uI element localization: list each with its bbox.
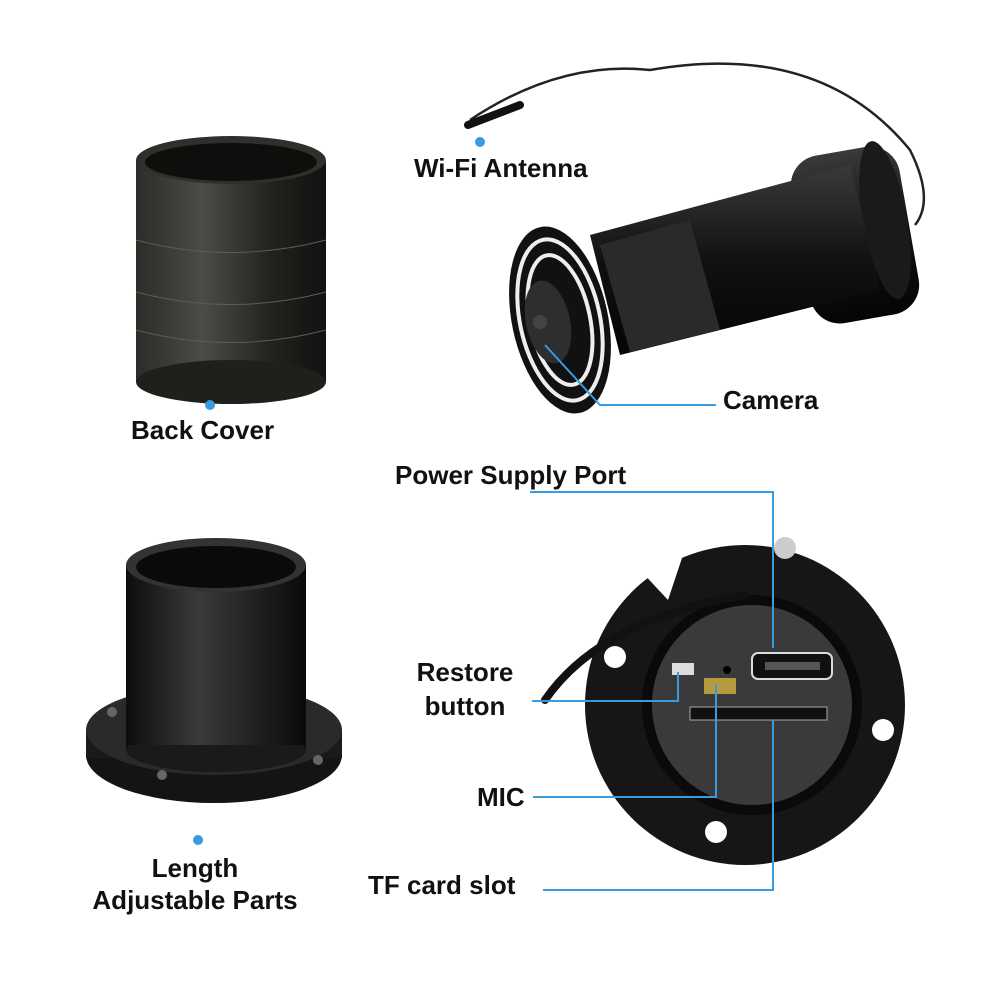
rear-panel-image xyxy=(541,537,905,865)
back-cover-label: Back Cover xyxy=(131,415,275,445)
length-line1: Length xyxy=(151,853,239,883)
back-cover-image xyxy=(135,136,327,404)
back-cover-dot xyxy=(205,400,215,410)
length-adjustable-part-image xyxy=(86,538,342,803)
camera-callout-line xyxy=(544,344,716,406)
length-line2: Adjustable Parts xyxy=(92,885,298,915)
tf-card-slot-label: TF card slot xyxy=(368,870,516,900)
restore-button-label: Restore button xyxy=(405,656,525,722)
mic-label: MIC xyxy=(477,782,525,812)
camera-label: Camera xyxy=(723,385,819,415)
antenna-dot xyxy=(475,137,485,147)
tf-callout-line xyxy=(543,720,774,891)
mic-callout-line xyxy=(533,684,717,798)
length-adjustable-label: Length Adjustable Parts xyxy=(70,852,320,916)
callout-lines xyxy=(530,491,774,891)
camera-image xyxy=(464,62,926,414)
restore-line2: button xyxy=(424,691,506,721)
power-supply-port-label: Power Supply Port xyxy=(395,460,627,490)
length-parts-dot xyxy=(193,835,203,845)
wifi-antenna-label: Wi-Fi Antenna xyxy=(414,153,588,183)
restore-line1: Restore xyxy=(416,657,514,687)
power-port-callout-line xyxy=(530,491,774,648)
restore-callout-line xyxy=(532,672,679,702)
